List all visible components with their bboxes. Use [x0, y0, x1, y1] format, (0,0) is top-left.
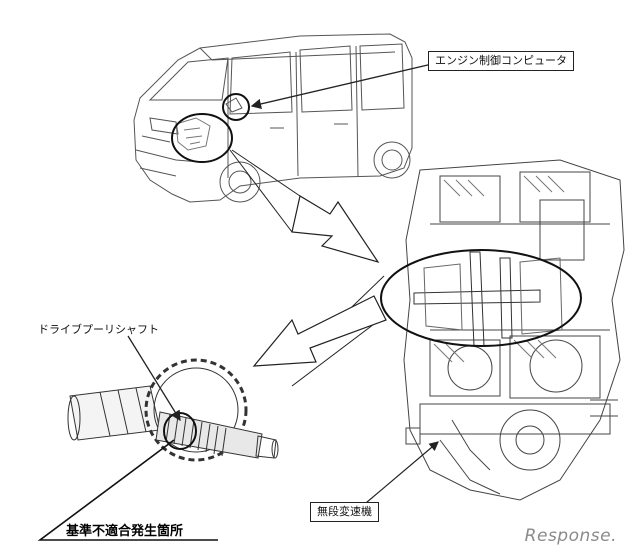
pulley-shaft-label: ドライブプーリシャフト: [38, 323, 159, 336]
nonconformity-label: 基準不適合発生箇所: [66, 524, 184, 539]
engine-computer-marker: [222, 93, 250, 121]
cvt-label: 無段変速機: [310, 502, 379, 522]
engine-area-marker: [171, 113, 233, 163]
van-illustration: [133, 33, 413, 203]
hollow-arrow-to-transmission: [291, 195, 380, 264]
engine-computer-label: エンジン制御コンピュータ: [428, 51, 574, 71]
response-watermark: Response.: [524, 526, 617, 546]
cvt-cross-section: [403, 159, 625, 501]
cvt-leader: [359, 441, 439, 509]
drive-pulley-shaft-drawing: [67, 358, 279, 462]
hollow-arrow-to-shaft: [252, 295, 387, 367]
nonconformity-leader: [37, 439, 218, 541]
engine-computer-leader: [250, 63, 433, 109]
pulley-shaft-leader: [127, 335, 181, 422]
zoom-lines: [229, 149, 301, 233]
shaft-area-marker: [380, 249, 582, 347]
